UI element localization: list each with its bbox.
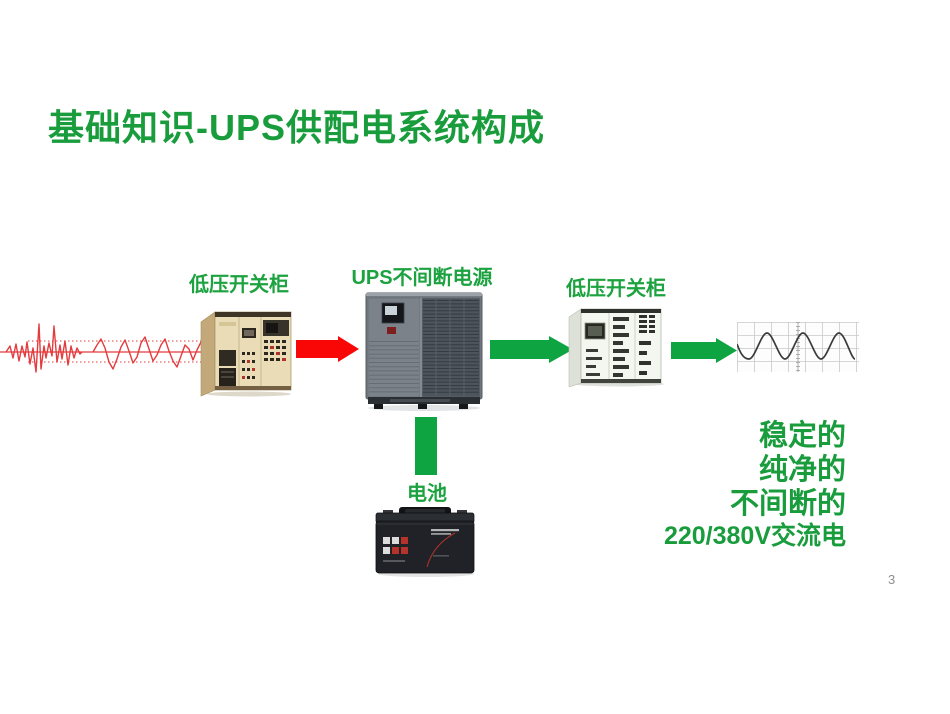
output-line-2: 纯净的: [758, 454, 846, 486]
red-arrow-right-icon: [296, 336, 359, 362]
green-arrow-right-icon: [671, 338, 737, 363]
battery-feed-bar: [415, 417, 437, 475]
ups-label: UPS不间断电源: [351, 267, 493, 289]
switchgear-right-label: 低压开关柜: [566, 278, 666, 300]
clean-waveform-image: [737, 322, 859, 372]
page-title: 基础知识-UPS供配电系统构成: [48, 107, 546, 148]
output-quality-text: 稳定的 纯净的 不间断的 220/380V交流电: [620, 419, 846, 552]
output-line-4: 220/380V交流电: [663, 522, 846, 550]
switchgear-left-image: [199, 306, 293, 398]
battery-image: [371, 503, 481, 578]
page-number: 3: [888, 572, 896, 587]
switchgear-right-image: [567, 305, 665, 387]
output-line-1: 稳定的: [758, 420, 846, 452]
output-line-3: 不间断的: [729, 488, 846, 520]
dirty-waveform-image: [0, 312, 212, 390]
ups-image: [360, 291, 488, 413]
battery-label: 电池: [407, 483, 447, 505]
switchgear-left-label: 低压开关柜: [189, 274, 289, 296]
green-arrow-right-icon: [490, 336, 573, 363]
